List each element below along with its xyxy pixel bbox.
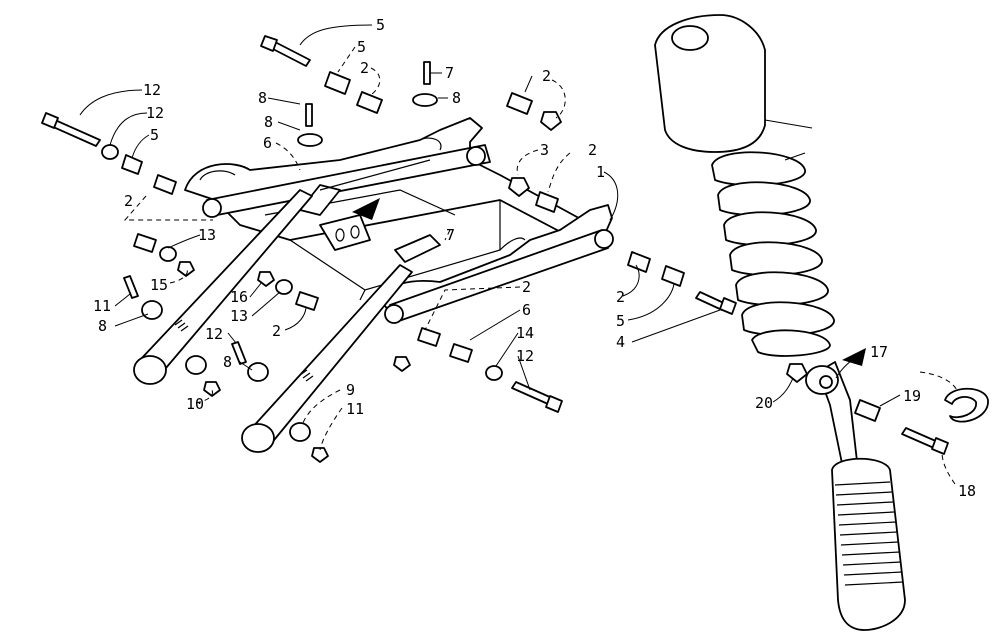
callout-6-right: 7 bbox=[446, 226, 455, 244]
callout-2-top: 2 bbox=[360, 59, 369, 77]
callout-9-right-arm: 11 bbox=[346, 400, 364, 418]
callout-4-top: 5 bbox=[376, 16, 385, 34]
washer-8-right-arm bbox=[289, 422, 311, 442]
spring-19 bbox=[711, 151, 835, 357]
bushing-5-right bbox=[661, 265, 685, 287]
center-bracket bbox=[319, 214, 371, 251]
callout-8-center: 8 bbox=[223, 353, 232, 371]
callout-5-lower: 6 bbox=[522, 301, 531, 319]
bolt-11-lower bbox=[511, 381, 563, 413]
callout-13-center: 16 bbox=[230, 288, 248, 306]
left-arm-eye bbox=[133, 355, 167, 385]
callout-4-right: 4 bbox=[616, 333, 625, 351]
nut-13-left bbox=[177, 261, 195, 277]
bushing-5-top bbox=[324, 71, 351, 95]
callout-8-right-arm: 9 bbox=[346, 381, 355, 399]
nut-9-right-arm bbox=[311, 447, 329, 463]
callout-13-left: 15 bbox=[150, 276, 168, 294]
callout-8-left: 8 bbox=[264, 113, 273, 131]
callout-16: 19 bbox=[903, 387, 921, 405]
upper-bracket bbox=[299, 184, 341, 216]
callout-5-upper: 5 bbox=[150, 126, 159, 144]
callout-12-lower: 14 bbox=[516, 324, 534, 342]
washer-8-center bbox=[247, 362, 269, 382]
callout-labels: 5 5 2 7 8 8 8 6 2 3 2 1 12 12 5 2 13 15 … bbox=[93, 16, 976, 500]
callout-7-top: 7 bbox=[445, 64, 454, 82]
leader-lines bbox=[79, 24, 959, 485]
callout-2-upper-left: 2 bbox=[124, 192, 133, 210]
washer-12-center bbox=[275, 279, 293, 295]
nut-center-bottom bbox=[393, 356, 411, 372]
right-trailing-arm bbox=[241, 264, 413, 453]
washer-8-upper-left bbox=[297, 133, 323, 147]
callout-2-right: 2 bbox=[616, 288, 625, 306]
bolt-7-upper-left bbox=[305, 103, 313, 127]
bolt-7-top bbox=[423, 61, 431, 85]
callout-14: 17 bbox=[870, 343, 888, 361]
shock-direction-arrow-icon bbox=[842, 348, 866, 366]
callout-11-lower: 12 bbox=[516, 347, 534, 365]
shock-boot-20 bbox=[654, 14, 766, 153]
spacer-2-lower-left bbox=[133, 233, 157, 253]
callout-1: 1 bbox=[596, 163, 605, 181]
callout-5-right: 5 bbox=[616, 312, 625, 330]
front-direction-arrow-icon bbox=[352, 198, 380, 220]
bushing-16 bbox=[854, 399, 881, 422]
shock-body bbox=[805, 361, 906, 631]
bolt-4-right bbox=[695, 291, 737, 315]
washer-8-left bbox=[141, 300, 163, 320]
washer-12-lower bbox=[485, 365, 503, 381]
bolt-4-upper bbox=[260, 35, 311, 67]
callout-7-left: 8 bbox=[258, 89, 267, 107]
callout-10-center: 12 bbox=[205, 325, 223, 343]
nut-3-middle bbox=[508, 177, 530, 197]
right-arm-eye bbox=[241, 423, 275, 453]
washer-8-top bbox=[412, 93, 438, 107]
spacer-2-lower bbox=[417, 327, 441, 347]
callout-2-center: 2 bbox=[272, 322, 281, 340]
spacer-2-top bbox=[356, 91, 383, 114]
callout-12-center: 13 bbox=[230, 307, 248, 325]
callout-5-top: 5 bbox=[357, 38, 366, 56]
callout-8-top: 8 bbox=[452, 89, 461, 107]
spacer-2-right-upper bbox=[535, 191, 559, 213]
callout-2-lower: 2 bbox=[522, 278, 531, 296]
bolt-10-left bbox=[123, 275, 139, 299]
callout-12-upper: 12 bbox=[146, 104, 164, 122]
front-tube-end-left bbox=[202, 198, 222, 218]
callout-10-left: 11 bbox=[93, 297, 111, 315]
callout-17: 20 bbox=[755, 394, 773, 412]
retainer-clip-18 bbox=[944, 387, 989, 423]
bushing-5-lower bbox=[449, 343, 473, 363]
rear-tube-end-right bbox=[594, 229, 614, 249]
left-trailing-arm bbox=[133, 189, 313, 385]
nut-9-left bbox=[203, 381, 221, 397]
spacer-2-top-right bbox=[506, 92, 533, 115]
callout-2-right-upper: 2 bbox=[588, 141, 597, 159]
rear-tube-end-left bbox=[384, 304, 404, 324]
callout-15: 18 bbox=[958, 482, 976, 500]
bushing-5-upper bbox=[121, 154, 143, 175]
spacer-2-upper-left bbox=[153, 174, 177, 195]
bolt-15 bbox=[901, 427, 949, 455]
washer-12-lower-left bbox=[159, 246, 177, 262]
lower-bracket bbox=[394, 234, 441, 263]
callout-9-left: 10 bbox=[186, 395, 204, 413]
spacer-2-center bbox=[295, 291, 319, 311]
callout-12-lower-left: 13 bbox=[198, 226, 216, 244]
washer-8-arm-left bbox=[185, 355, 207, 375]
callout-3: 3 bbox=[540, 141, 549, 159]
callout-2-top-right: 2 bbox=[542, 67, 551, 85]
nut-3-top bbox=[540, 111, 562, 131]
nut-17 bbox=[786, 363, 808, 383]
callout-8-left-low: 8 bbox=[98, 317, 107, 335]
bolt-10-center bbox=[231, 341, 247, 365]
front-tube-end-right bbox=[466, 146, 486, 166]
spacer-2-right bbox=[627, 251, 651, 273]
bolt-11-upper bbox=[41, 112, 101, 147]
washer-12-upper bbox=[101, 144, 119, 160]
callout-6-left: 6 bbox=[263, 134, 272, 152]
callout-11-upper: 12 bbox=[143, 81, 161, 99]
